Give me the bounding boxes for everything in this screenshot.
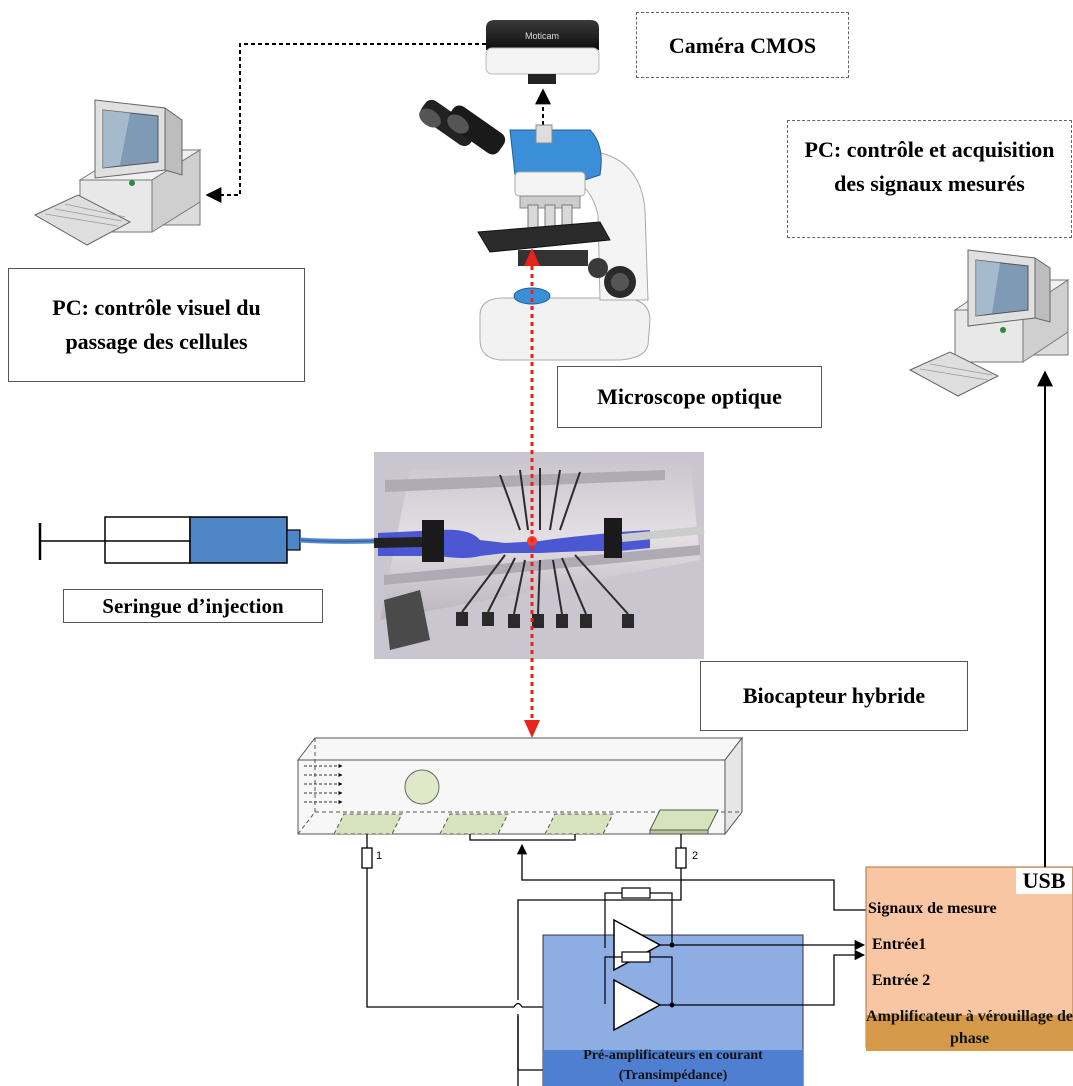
entree1-label: Entrée1 (872, 936, 927, 953)
lockin-title: Amplificateur à vérouillage de phase (866, 1008, 1073, 1047)
pc-acquisition-label: PC: contrôle et acquisition des signaux … (787, 120, 1072, 238)
optical-microscope-icon (419, 99, 651, 361)
svg-text:Moticam: Moticam (525, 31, 559, 41)
cmos-camera-icon: Moticam (485, 20, 600, 84)
electrode-1-label: 1 (376, 850, 383, 862)
preamp-title: Pré-amplificateurs en courant (Transimpé… (583, 1048, 763, 1083)
biosensor-label: Biocapteur hybride (700, 661, 968, 731)
pc-visual-label: PC: contrôle visuel du passage des cellu… (8, 268, 305, 382)
preamp-box (542, 887, 804, 1086)
syringe-label: Seringue d’injection (63, 589, 323, 623)
lockin-amplifier-box (865, 866, 1073, 1051)
electrode-2-label: 2 (692, 850, 699, 862)
signaux-mesure-label: Signaux de mesure (868, 900, 997, 917)
microfluidic-channel-3d-icon (296, 736, 744, 836)
pc-acquisition-icon (908, 249, 1070, 397)
entree2-label: Entrée 2 (872, 972, 931, 989)
camera-label: Caméra CMOS (636, 12, 849, 78)
usb-label: USB (1016, 868, 1072, 894)
injection-syringe-icon (38, 516, 375, 564)
microscope-label: Microscope optique (557, 366, 822, 428)
hybrid-biosensor-chip-image (373, 452, 705, 659)
pc-visual-icon (33, 99, 202, 246)
